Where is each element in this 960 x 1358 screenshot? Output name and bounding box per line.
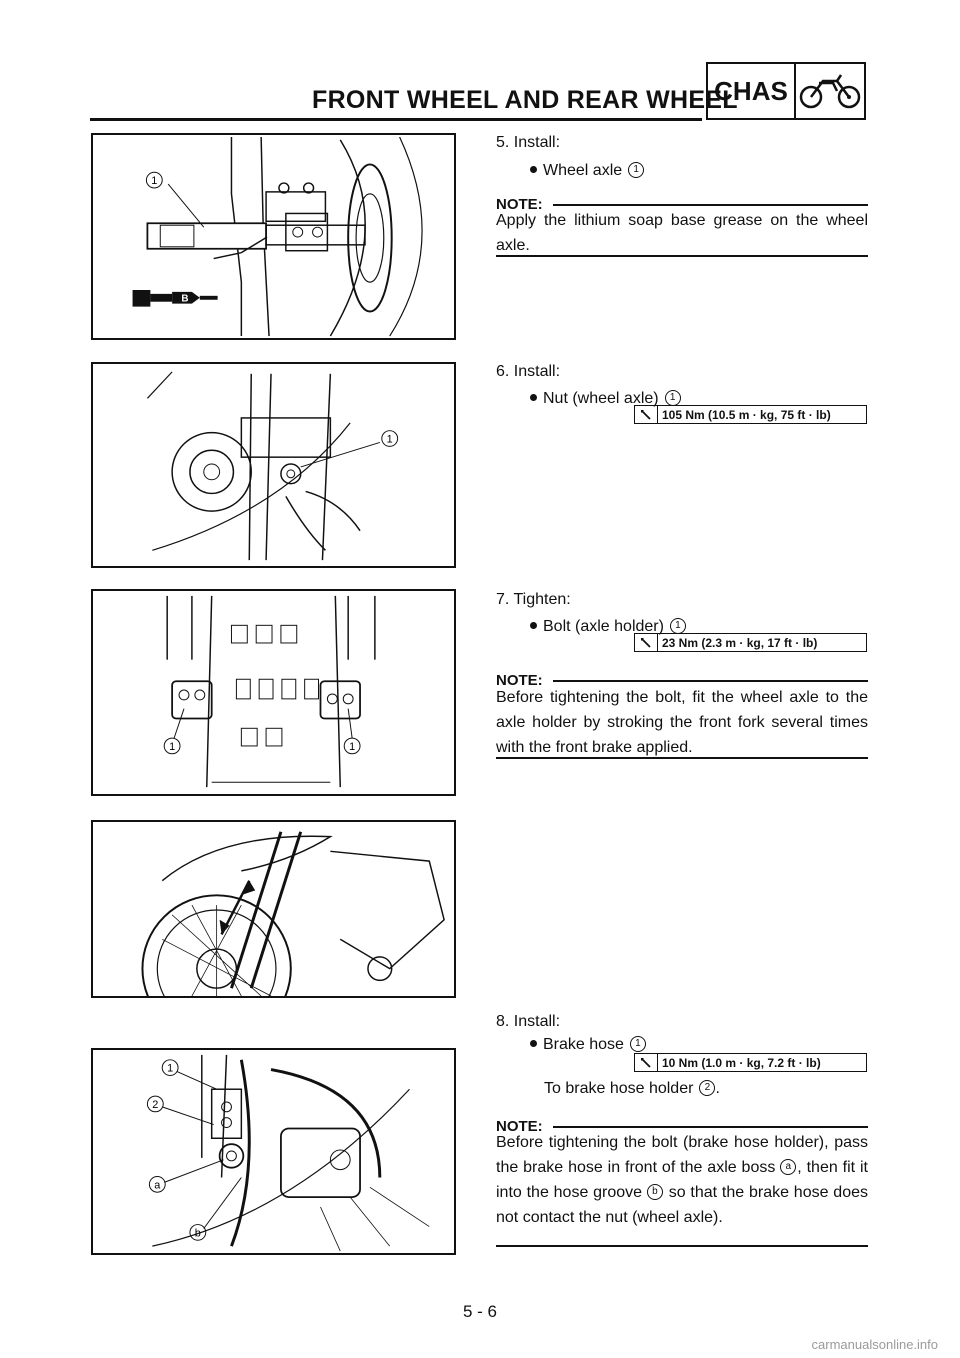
item-text: Brake hose: [543, 1036, 624, 1053]
torque-wrench-icon: [635, 406, 658, 423]
section-title: FRONT WHEEL AND REAR WHEEL: [312, 86, 738, 114]
section-badge: CHAS: [706, 62, 866, 120]
callout-1-left: 1: [169, 741, 175, 753]
figure-wheel-axle: 1 B: [91, 133, 456, 340]
ref-b: b: [646, 1183, 663, 1200]
figure-brake-hose: 1 2 a b: [91, 1048, 456, 1255]
torque-value: 105 Nm (10.5 m · kg, 75 ft · lb): [662, 407, 831, 422]
step-5-note-text: Apply the lithium soap base grease on th…: [496, 212, 868, 254]
note-end-rule: [496, 757, 868, 759]
torque-value: 10 Nm (1.0 m · kg, 7.2 ft · lb): [662, 1055, 821, 1070]
step-8-note-heading: NOTE:: [496, 1118, 868, 1135]
callout-1-right: 1: [349, 741, 355, 753]
step-7-note-heading: NOTE:: [496, 672, 868, 689]
step-6-item: Nut (wheel axle) 1: [530, 388, 681, 410]
sub-text: To brake hose holder: [544, 1080, 694, 1097]
callout-1: 1: [387, 433, 393, 445]
step-7-note-text: Before tightening the bolt, fit the whee…: [496, 689, 868, 756]
step-5-item: Wheel axle 1: [530, 160, 645, 182]
note-label: NOTE:: [496, 672, 543, 689]
bullet-dot: [530, 1040, 537, 1048]
header-rule: [90, 118, 702, 121]
step-8-subtext: To brake hose holder 2.: [544, 1078, 720, 1100]
note-end-rule: [496, 255, 868, 257]
ref-2: 2: [699, 1079, 716, 1096]
figure-nut-wheel-axle: 1: [91, 362, 456, 568]
torque-wrench-icon: [635, 1054, 658, 1071]
ref-1: 1: [669, 617, 686, 634]
motorcycle-icon: [796, 64, 864, 118]
item-text: Wheel axle: [543, 162, 623, 179]
step-7-label: 7. Tighten:: [496, 591, 571, 608]
ref-1: 1: [629, 1035, 646, 1052]
callout-2: 2: [152, 1099, 158, 1111]
callout-1: 1: [167, 1063, 173, 1075]
ref-a: a: [780, 1158, 797, 1175]
torque-wrench-icon: [635, 634, 658, 651]
step-5-label: 5. Install:: [496, 134, 561, 151]
callout-a: a: [154, 1179, 161, 1191]
note-part-1: Before tightening the bolt (brake hose h…: [496, 1134, 868, 1176]
note-part-3: so that the brake hose does not contact …: [496, 1184, 869, 1226]
page-number: 5 - 6: [462, 1302, 498, 1321]
figure-fork-stroke: [91, 820, 456, 998]
ref-1: 1: [628, 161, 645, 178]
bullet-dot: [530, 166, 537, 174]
note-rule: [552, 203, 868, 206]
step-8-note-text: Before tightening the bolt (brake hose h…: [496, 1130, 868, 1230]
grease-mark: B: [181, 294, 188, 305]
step-5-note-heading: NOTE:: [496, 196, 868, 213]
step-7-item: Bolt (axle holder) 1: [530, 616, 686, 638]
torque-value: 23 Nm (2.3 m · kg, 17 ft · lb): [662, 635, 818, 650]
item-text: Nut (wheel axle): [543, 390, 659, 407]
note-end-rule: [496, 1245, 868, 1247]
sub-end: .: [715, 1080, 720, 1097]
bullet-dot: [530, 394, 537, 402]
step-8-torque-spec: 10 Nm (1.0 m · kg, 7.2 ft · lb): [634, 1053, 867, 1072]
bullet-dot: [530, 622, 537, 630]
step-6-label: 6. Install:: [496, 363, 561, 380]
figure-axle-holder-bolts: 1 1: [91, 589, 456, 796]
ref-1: 1: [664, 389, 681, 406]
step-7-torque-spec: 23 Nm (2.3 m · kg, 17 ft · lb): [634, 633, 867, 652]
note-rule: [552, 1125, 868, 1128]
section-label: CHAS: [708, 64, 796, 118]
note-rule: [552, 679, 868, 682]
note-part-2: , then fit it into the hose groove: [496, 1159, 868, 1201]
item-text: Bolt (axle holder): [543, 618, 664, 635]
note-label: NOTE:: [496, 1118, 543, 1135]
step-8-item: Brake hose 1: [530, 1034, 646, 1056]
step-6-torque-spec: 105 Nm (10.5 m · kg, 75 ft · lb): [634, 405, 867, 424]
callout-b: b: [195, 1227, 201, 1239]
note-label: NOTE:: [496, 196, 543, 213]
watermark: carmanualsonline.info: [811, 1337, 938, 1352]
callout-1: 1: [151, 175, 157, 187]
step-8-label: 8. Install:: [496, 1013, 561, 1030]
